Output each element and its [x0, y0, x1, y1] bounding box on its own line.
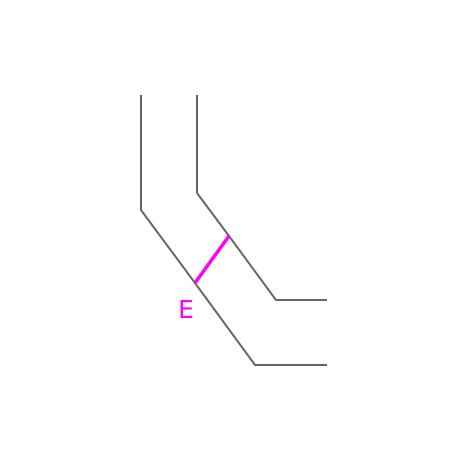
- highlight-connector: [193, 234, 231, 285]
- right-line: [196, 95, 327, 301]
- left-line: [140, 95, 327, 366]
- marker-label: E: [178, 295, 194, 324]
